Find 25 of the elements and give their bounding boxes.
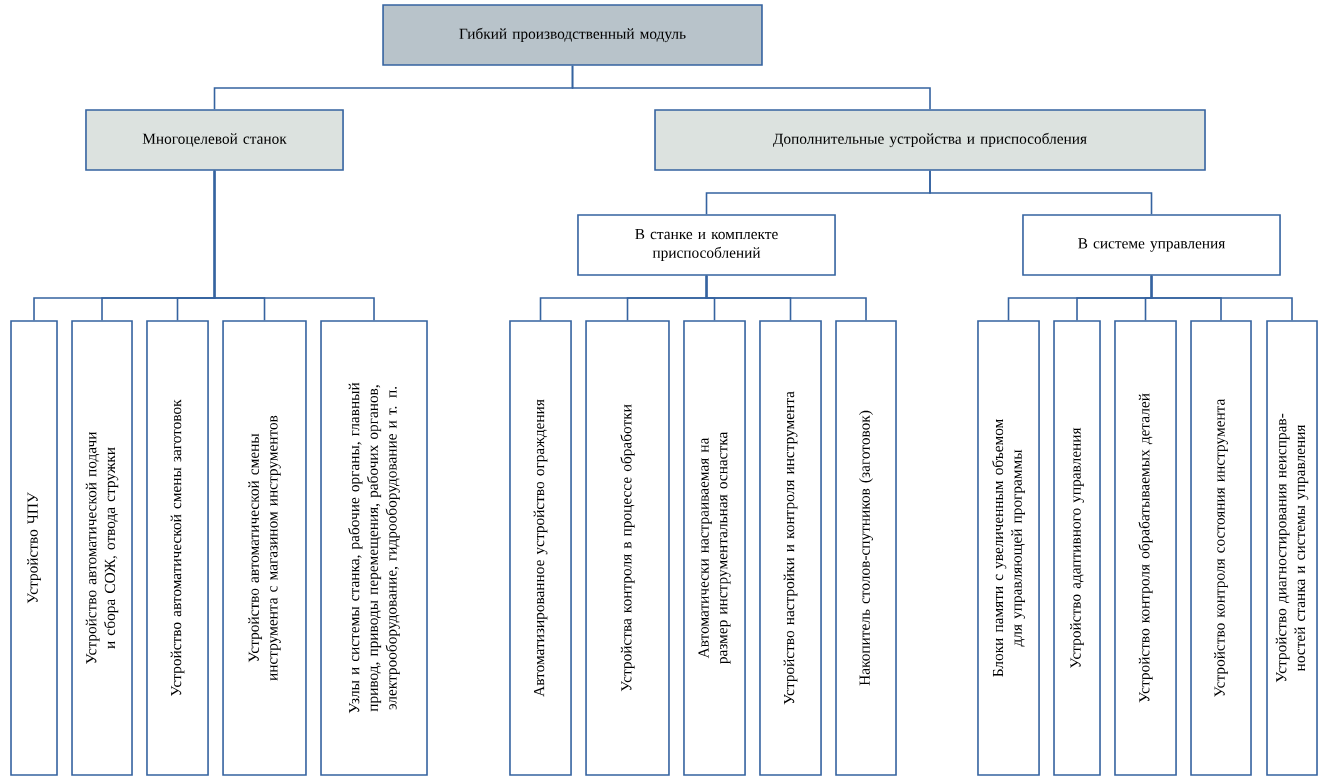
component-box: Узлы и системы станка, рабочие органы, главный привод, приводы перемещения, рабочих органов, электрооборудование, гидрооборудование и т. п.: [320, 320, 428, 776]
category-box: Дополнительные устройства и приспособления: [654, 109, 1206, 171]
component-box: Устройство ЧПУ: [10, 320, 58, 776]
component-box: Накопитель столов-спутников (заготовок): [835, 320, 897, 776]
connector-line: [213, 170, 375, 321]
connector-line: [571, 65, 931, 110]
component-box: Автоматизированное устройство ограждения: [509, 320, 572, 776]
component-box: Устройство контроля обрабатываемых деталей: [1114, 320, 1177, 776]
subcategory-box: В станке и комплекте приспособлений: [577, 214, 836, 276]
component-box: Автоматически настраиваемая на размер инструментальная оснастка: [683, 320, 746, 776]
subcategory-box: В системе управления: [1022, 214, 1281, 276]
connector-line: [929, 170, 1153, 215]
connector-line: [705, 275, 867, 321]
component-box: Устройство диагностирования неисправ- ностей станка и системы управления: [1266, 320, 1318, 776]
component-box: Устройство автоматической смены инструмента с магазином инструментов: [222, 320, 307, 776]
component-box: Блоки памяти с увеличенным объемом для управляющей программы: [977, 320, 1040, 776]
component-box: Устройство контроля состояния инструмента: [1190, 320, 1252, 776]
component-box: Устройство настройки и контроля инструмента: [759, 320, 822, 776]
root-box: Гибкий производственный модуль: [382, 4, 763, 66]
component-box: Устройство адаптивного управления: [1053, 320, 1101, 776]
component-box: Устройство автоматической подачи и сбора СОЖ, отвода стружки: [71, 320, 133, 776]
component-box: Устройства контроля в процессе обработки: [585, 320, 670, 776]
component-box: Устройство автоматической смены заготовок: [146, 320, 209, 776]
category-box: Многоцелевой станок: [85, 109, 344, 171]
connector-line: [1150, 275, 1293, 321]
